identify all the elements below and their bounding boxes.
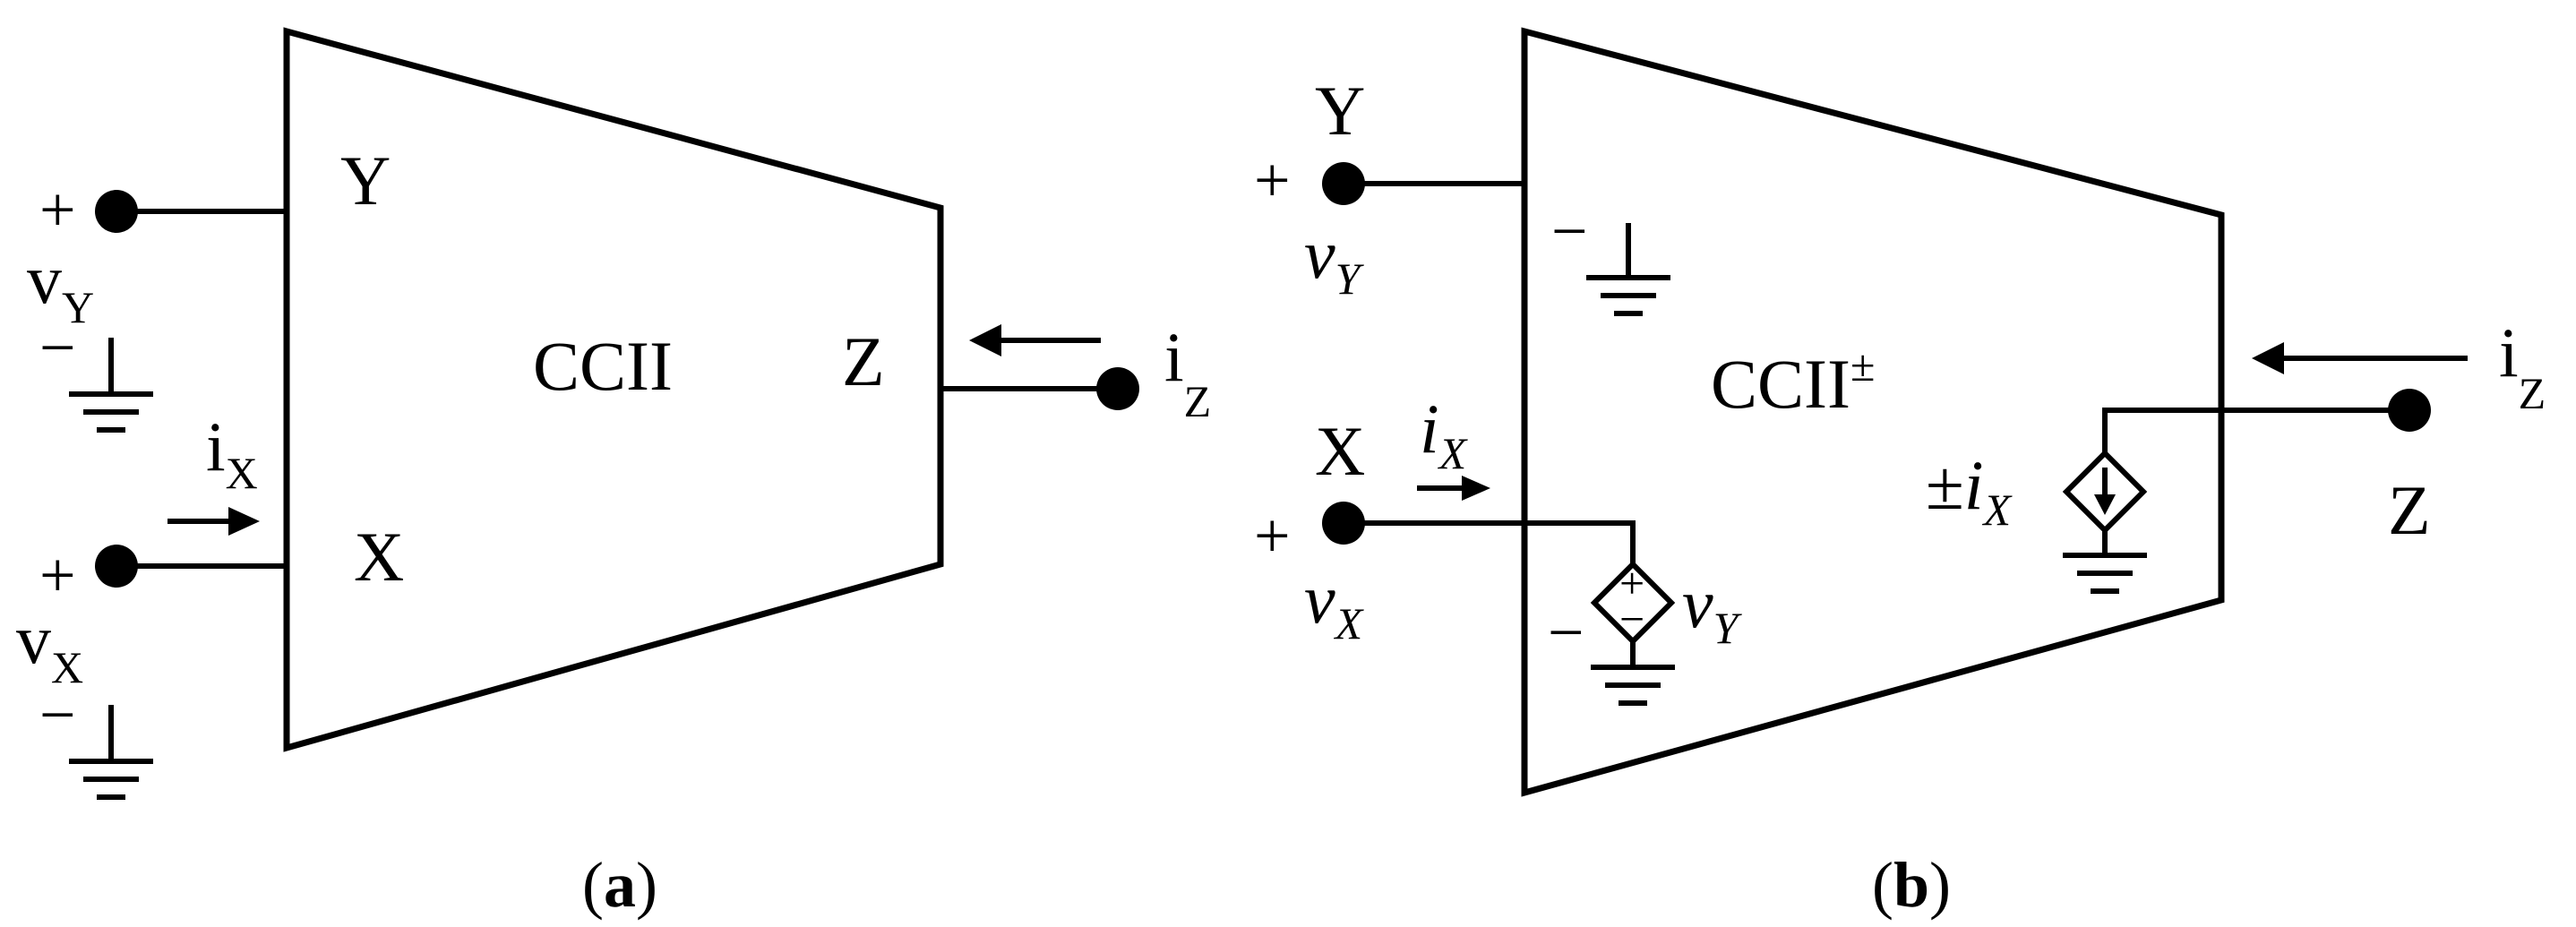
y-internal-minus-b: − <box>1551 195 1588 267</box>
port-x-label-b: X <box>1315 412 1365 490</box>
x-plus-sign-b: + <box>1254 500 1291 571</box>
block-label-b: CCII± <box>1711 340 1875 423</box>
ccii-block-b <box>1521 27 2225 797</box>
z-terminal-b <box>2388 389 2431 432</box>
ix-label-b: iX <box>1420 390 1469 478</box>
x-terminal-a <box>95 545 138 588</box>
vx-label-b: vX <box>1304 560 1365 648</box>
iz-arrow-icon <box>2252 342 2468 374</box>
source-minus-sign-b: − <box>1548 597 1584 668</box>
z-terminal-a <box>1096 367 1139 410</box>
y-plus-sign-a: + <box>39 174 76 245</box>
ground-icon <box>2063 553 2147 594</box>
vx-label-a: vX <box>16 600 83 692</box>
port-y-label-b: Y <box>1315 72 1365 150</box>
ground-icon <box>69 705 153 800</box>
port-y-label-a: Y <box>340 142 391 219</box>
x-terminal-b <box>1322 502 1365 545</box>
caption-a: (a) <box>582 849 657 921</box>
y-minus-sign-a: − <box>39 312 76 383</box>
vy-source-label-b: vY <box>1682 564 1743 653</box>
iz-arrow-icon <box>969 324 1101 356</box>
port-z-label-a: Z <box>842 322 885 400</box>
dependent-voltage-source-icon: + − <box>1590 558 1676 646</box>
x-minus-sign-a: − <box>39 679 76 751</box>
diagram-b: Y + vY − CCII± X + vX iX + − vY <box>1254 27 2546 921</box>
y-plus-sign-b: + <box>1254 144 1291 216</box>
diagram-a: + vY − Y + vX − iX X Z <box>16 27 1211 921</box>
ground-icon <box>1586 223 1670 316</box>
iz-label-a: iZ <box>1164 318 1211 426</box>
port-z-label-b: Z <box>2388 471 2431 549</box>
ix-label-a: iX <box>206 408 258 498</box>
ix-arrow-icon <box>167 507 260 536</box>
y-terminal-b <box>1322 162 1365 205</box>
ccii-block-a <box>283 27 944 752</box>
ix-arrow-icon <box>1417 476 1490 501</box>
port-x-label-a: X <box>354 518 404 596</box>
block-label-a: CCII <box>533 327 673 405</box>
ground-icon <box>69 338 153 433</box>
y-terminal-a <box>95 190 138 233</box>
iz-label-b: iZ <box>2499 313 2546 418</box>
dependent-current-source-icon <box>2062 449 2148 535</box>
ground-icon <box>1591 665 1675 706</box>
caption-b: (b) <box>1872 849 1951 921</box>
svg-text:−: − <box>1619 594 1644 644</box>
svg-text:+: + <box>1619 558 1644 608</box>
x-plus-sign-a: + <box>39 539 76 611</box>
vy-label-a: vY <box>27 240 94 332</box>
vy-label-b: vY <box>1304 215 1365 304</box>
pm-ix-label-b: ±iX <box>1926 446 2013 535</box>
